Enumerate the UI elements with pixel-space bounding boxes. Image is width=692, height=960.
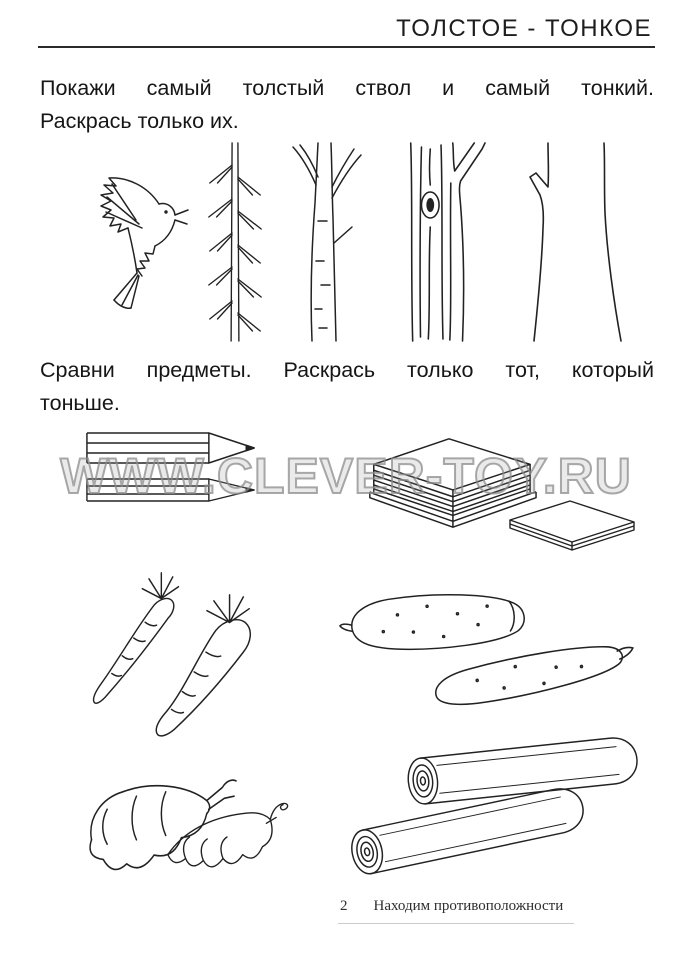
bird-figure xyxy=(82,170,190,312)
thin-book-figure xyxy=(500,496,642,556)
task2-line-2: тоньше. xyxy=(40,391,120,415)
thin-log-figure xyxy=(332,778,594,884)
thick-carrot-figure xyxy=(145,585,263,743)
thin-cucumber-figure xyxy=(420,631,641,717)
thin-peapod-figure xyxy=(160,794,289,880)
thick-log-figure xyxy=(391,730,645,812)
thick-cucumber-figure xyxy=(336,586,535,658)
footer-page-number: 2 xyxy=(340,898,348,914)
footer: 2 Находим противоположности xyxy=(340,898,563,915)
task1-line-2: Раскрась только их. xyxy=(40,109,239,133)
task2-line-1: Сравни предметы. Раскрась только тот, ко… xyxy=(40,358,654,382)
spruce-trunk-figure xyxy=(202,142,268,342)
footer-rule xyxy=(338,923,574,924)
header-rule xyxy=(38,46,655,48)
task2-instruction: Сравни предметы. Раскрась только тот, ко… xyxy=(40,354,654,420)
thin-carrot-figure xyxy=(88,565,188,713)
thick-book-figure xyxy=(352,431,540,537)
knotted-trunk-figure xyxy=(398,142,486,342)
task1-line-1: Покажи самый толстый ствол и самый тонки… xyxy=(40,76,654,100)
thin-pencil-figure xyxy=(83,477,260,503)
birch-trunk-figure xyxy=(288,142,364,342)
footer-series-title: Находим противоположности xyxy=(373,898,564,914)
thick-trunk-figure xyxy=(524,142,628,342)
page-title: ТОЛСТОЕ - ТОНКОЕ xyxy=(396,15,652,42)
thick-pencil-figure xyxy=(83,431,260,465)
task1-instruction: Покажи самый толстый ствол и самый тонки… xyxy=(40,72,654,138)
